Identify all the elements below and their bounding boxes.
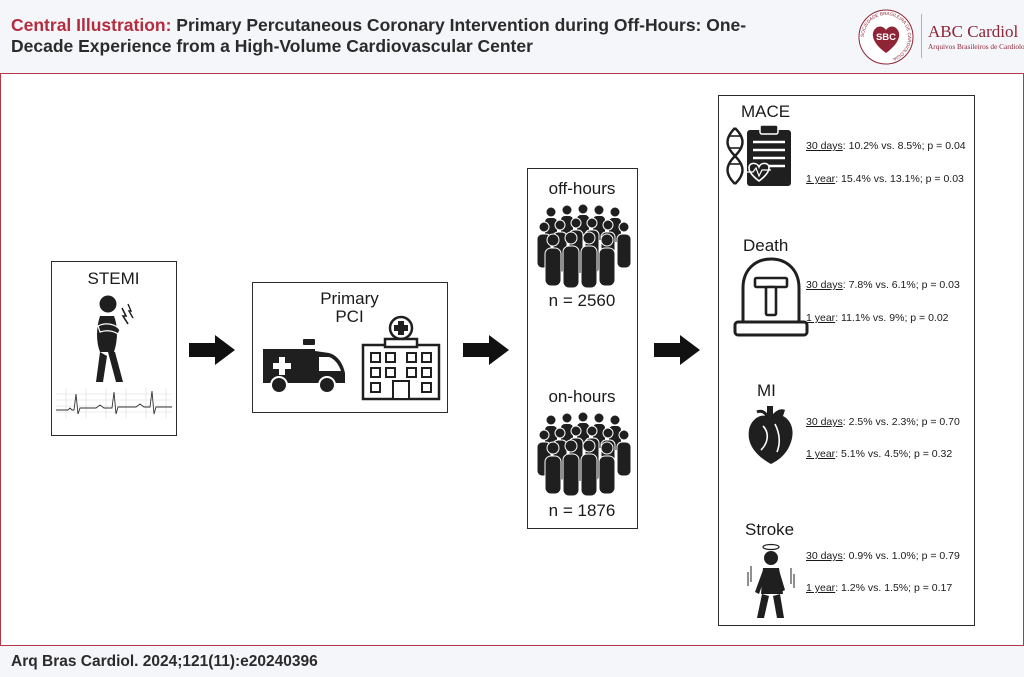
mace-1-year-period: 1 year [806, 173, 836, 185]
title-rest: Primary Percutaneous Coronary Interventi… [11, 15, 747, 56]
outcomes-box: MACE 30 days: 10.2% vs. 8.5%; p = 0.04 1… [718, 95, 975, 626]
outcome-title-mi: MI [757, 381, 776, 400]
crowd-icon [536, 204, 632, 289]
outcome-title-mace: MACE [741, 102, 791, 121]
heart-icon [748, 406, 793, 464]
mi-30-days-period: 30 days [806, 416, 843, 428]
dizzy-person-icon [747, 543, 795, 618]
right-arrow-icon [463, 335, 509, 365]
outcome-title-stroke: Stroke [745, 520, 795, 539]
stroke-1-year-period: 1 year [806, 582, 836, 594]
mace-30-days-text: : 10.2% vs. 8.5%; p = 0.04 [842, 140, 966, 152]
stroke-1-year-text: : 1.2% vs. 1.5%; p = 0.17 [835, 582, 953, 594]
clipboard-dna-icon [726, 124, 791, 186]
journal-subtitle: Arquivos Brasileiros de Cardiologia [928, 42, 1024, 51]
crowd-figures [536, 412, 632, 497]
journal-name: ABC Cardiol [928, 22, 1019, 41]
mi-1-year-text: : 5.1% vs. 4.5%; p = 0.32 [835, 448, 953, 460]
on-hours-label: on-hours [548, 387, 616, 406]
seal-text: SBC [876, 32, 896, 43]
mi-1-year: 1 year: 5.1% vs. 4.5%; p = 0.32 [806, 448, 952, 460]
stroke-30-days-period: 30 days [806, 550, 843, 562]
ecg-trace-icon [56, 388, 172, 418]
title-lead: Central Illustration: [11, 15, 172, 35]
right-arrow-icon [654, 335, 700, 365]
off-hours-label: off-hours [548, 179, 616, 198]
right-arrow-icon [189, 335, 235, 365]
crowd-figures [536, 204, 632, 289]
groups-box: off-hours n = 2560 on-hours [527, 168, 638, 529]
mace-1-year: 1 year: 15.4% vs. 13.1%; p = 0.03 [806, 173, 964, 185]
pci-label-line1: Primary [320, 289, 379, 308]
mace-1-year-text: : 15.4% vs. 13.1%; p = 0.03 [835, 173, 964, 185]
chest-pain-person-icon [96, 295, 134, 382]
sbc-seal-logo: SOCIEDADE BRASILEIRA DE CARDIOLOGIA SBC [858, 9, 914, 65]
citation: Arq Bras Cardiol. 2024;121(11):e20240396 [11, 653, 318, 670]
logo-divider [921, 14, 922, 58]
header: Central Illustration: Primary Percutaneo… [0, 0, 1024, 74]
stemi-label: STEMI [87, 269, 140, 288]
primary-pci-box: Primary PCI [252, 282, 448, 413]
footer: Arq Bras Cardiol. 2024;121(11):e20240396 [0, 645, 1024, 677]
pci-label-line2: PCI [335, 307, 364, 326]
death-30-days-period: 30 days [806, 279, 843, 291]
death-1-year-period: 1 year [806, 312, 836, 324]
stemi-box: STEMI [51, 261, 177, 436]
crowd-icon [536, 412, 632, 497]
mi-30-days-text: : 2.5% vs. 2.3%; p = 0.70 [842, 416, 960, 428]
hospital-icon [361, 315, 441, 401]
death-30-days: 30 days: 7.8% vs. 6.1%; p = 0.03 [806, 279, 960, 291]
death-1-year-text: : 11.1% vs. 9%; p = 0.02 [835, 312, 949, 324]
outcome-title-death: Death [743, 236, 789, 255]
death-1-year: 1 year: 11.1% vs. 9%; p = 0.02 [806, 312, 949, 324]
ambulance-icon [263, 339, 345, 394]
off-hours-n: n = 2560 [548, 291, 616, 310]
mi-30-days: 30 days: 2.5% vs. 2.3%; p = 0.70 [806, 416, 960, 428]
page-title: Central Illustration: Primary Percutaneo… [11, 15, 801, 57]
tombstone-icon [733, 257, 809, 337]
on-hours-n: n = 1876 [548, 501, 616, 520]
stroke-30-days: 30 days: 0.9% vs. 1.0%; p = 0.79 [806, 550, 960, 562]
stroke-1-year: 1 year: 1.2% vs. 1.5%; p = 0.17 [806, 582, 952, 594]
mace-30-days-period: 30 days [806, 140, 843, 152]
mace-30-days: 30 days: 10.2% vs. 8.5%; p = 0.04 [806, 140, 966, 152]
stroke-30-days-text: : 0.9% vs. 1.0%; p = 0.79 [842, 550, 960, 562]
death-30-days-text: : 7.8% vs. 6.1%; p = 0.03 [842, 279, 960, 291]
mi-1-year-period: 1 year [806, 448, 836, 460]
